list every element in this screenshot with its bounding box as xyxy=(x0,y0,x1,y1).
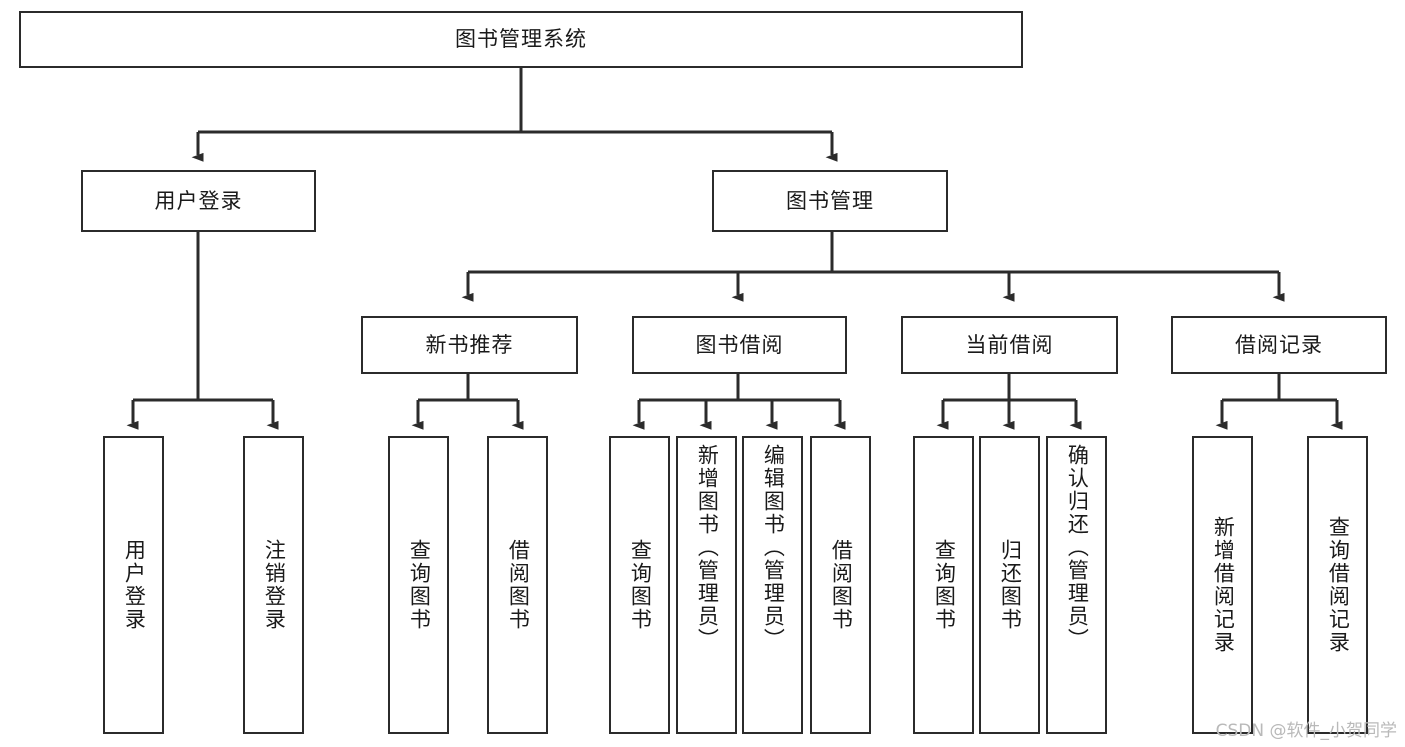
node-leaf-add-book-label: 新增图书（管理员） xyxy=(695,444,720,651)
node-root-label: 图书管理系统 xyxy=(455,27,587,52)
node-leaf-user-login[interactable]: 用户登录 xyxy=(103,436,164,734)
node-leaf-borrow-book-2-label: 借阅图书 xyxy=(829,539,854,631)
node-leaf-edit-book[interactable]: 编辑图书（管理员） xyxy=(742,436,803,734)
node-leaf-add-book[interactable]: 新增图书（管理员） xyxy=(676,436,737,734)
node-book-borrow[interactable]: 图书借阅 xyxy=(632,316,847,374)
node-leaf-query-book-2[interactable]: 查询图书 xyxy=(609,436,670,734)
node-borrow-record[interactable]: 借阅记录 xyxy=(1171,316,1387,374)
node-leaf-borrow-book-2[interactable]: 借阅图书 xyxy=(810,436,871,734)
node-leaf-query-book-1-label: 查询图书 xyxy=(407,539,432,631)
node-new-book-recommend-label: 新书推荐 xyxy=(425,332,514,357)
node-leaf-query-record[interactable]: 查询借阅记录 xyxy=(1307,436,1368,734)
node-leaf-return-book-label: 归还图书 xyxy=(998,539,1023,631)
node-current-borrow-label: 当前借阅 xyxy=(965,332,1054,357)
node-user-login-label: 用户登录 xyxy=(154,188,243,213)
node-book-manage-label: 图书管理 xyxy=(786,188,874,213)
node-root[interactable]: 图书管理系统 xyxy=(19,11,1023,68)
node-book-borrow-label: 图书借阅 xyxy=(695,332,784,357)
node-current-borrow[interactable]: 当前借阅 xyxy=(901,316,1118,374)
node-borrow-record-label: 借阅记录 xyxy=(1235,332,1323,357)
node-user-login[interactable]: 用户登录 xyxy=(81,170,316,232)
watermark-text: CSDN @软件_小贺同学 xyxy=(1215,721,1397,741)
node-leaf-borrow-book-1[interactable]: 借阅图书 xyxy=(487,436,548,734)
node-leaf-query-book-3[interactable]: 查询图书 xyxy=(913,436,974,734)
node-leaf-borrow-book-1-label: 借阅图书 xyxy=(506,539,531,631)
node-leaf-query-record-label: 查询借阅记录 xyxy=(1326,516,1351,654)
node-leaf-add-record-label: 新增借阅记录 xyxy=(1211,516,1236,654)
node-leaf-user-login-label: 用户登录 xyxy=(122,539,147,631)
node-leaf-confirm-return[interactable]: 确认归还（管理员） xyxy=(1046,436,1107,734)
node-leaf-query-book-2-label: 查询图书 xyxy=(628,539,653,631)
node-leaf-logout-login-label: 注销登录 xyxy=(262,539,287,631)
node-leaf-query-book-3-label: 查询图书 xyxy=(932,539,957,631)
node-new-book-recommend[interactable]: 新书推荐 xyxy=(361,316,578,374)
node-leaf-return-book[interactable]: 归还图书 xyxy=(979,436,1040,734)
node-leaf-add-record[interactable]: 新增借阅记录 xyxy=(1192,436,1253,734)
node-leaf-edit-book-label: 编辑图书（管理员） xyxy=(761,444,786,651)
node-leaf-confirm-return-label: 确认归还（管理员） xyxy=(1065,444,1090,651)
node-leaf-logout-login[interactable]: 注销登录 xyxy=(243,436,304,734)
node-book-manage[interactable]: 图书管理 xyxy=(712,170,948,232)
node-leaf-query-book-1[interactable]: 查询图书 xyxy=(388,436,449,734)
